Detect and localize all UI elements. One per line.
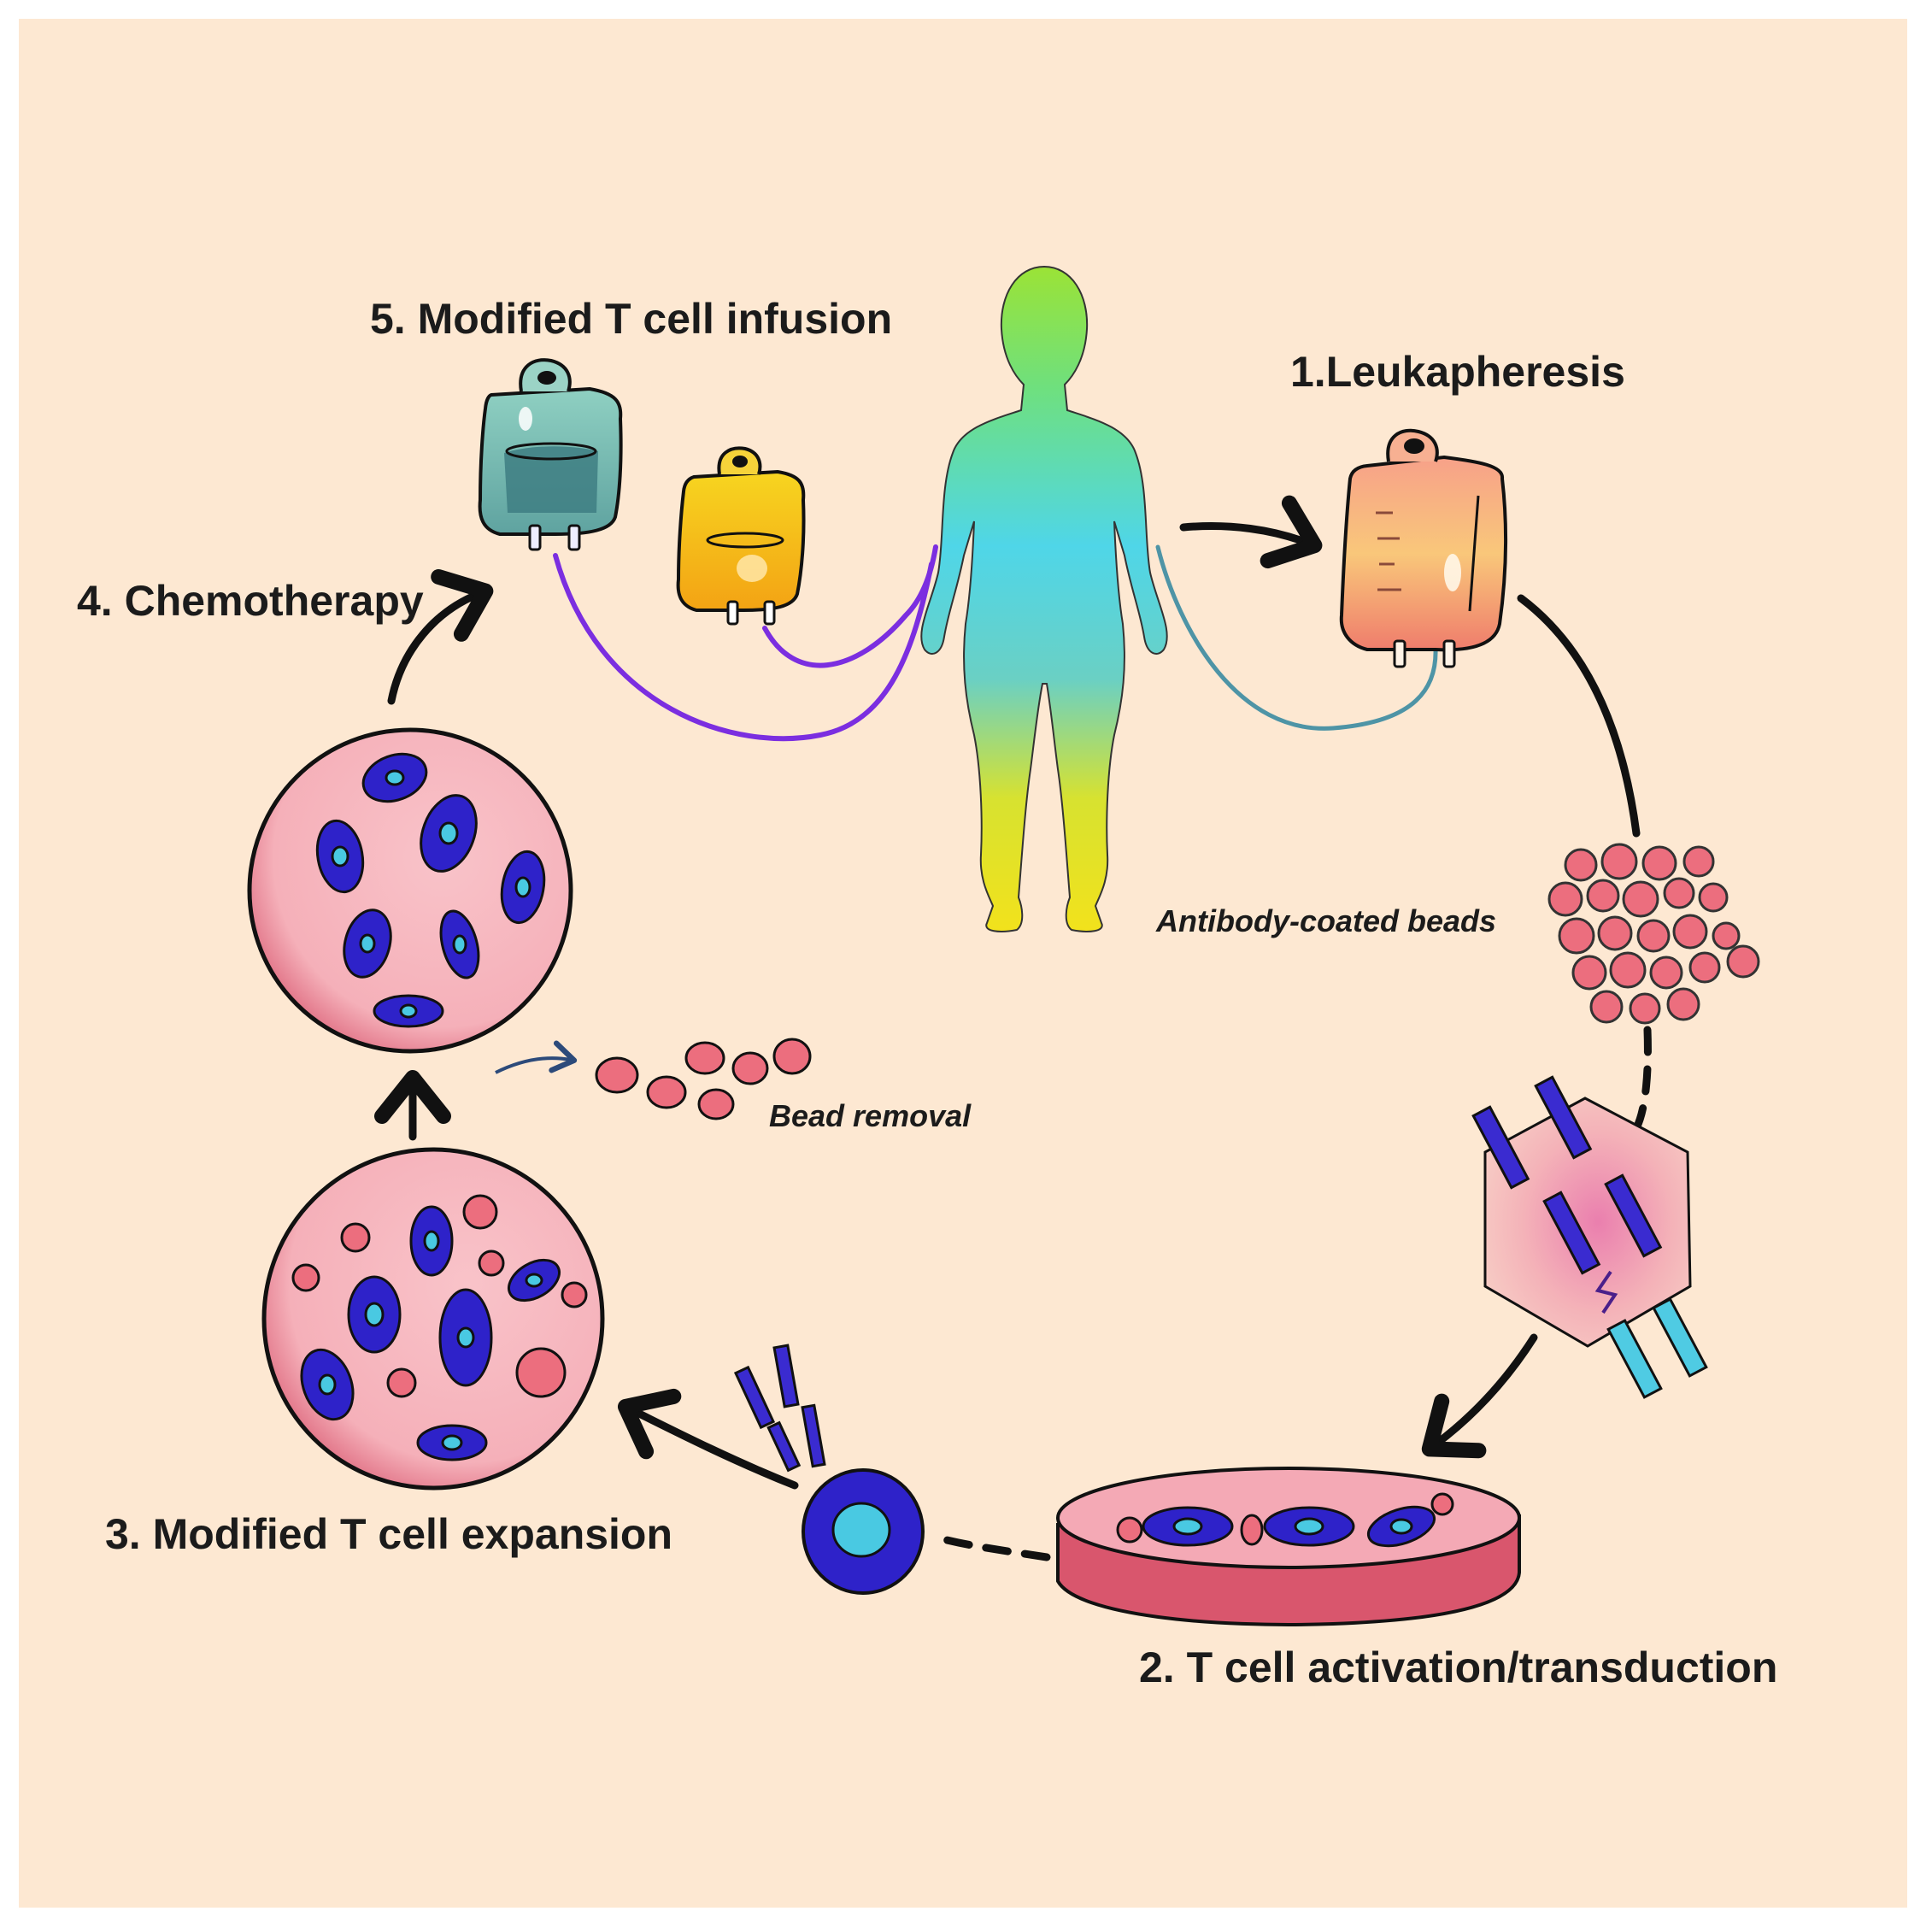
label-bead-removal: Bead removal — [769, 1098, 972, 1133]
infusion-bag-teal-icon — [478, 358, 623, 551]
dashed-beads-to-antibody — [1632, 1026, 1652, 1132]
arrow-cart-to-expansion — [617, 1388, 799, 1490]
collection-bag-icon — [1339, 428, 1507, 668]
antibody-hexagon-icon — [1471, 1075, 1708, 1399]
arrow-antibody-to-dish — [1421, 1333, 1538, 1459]
infusion-tubes — [553, 544, 1438, 742]
car-t-cell-icon — [733, 1344, 925, 1595]
infusion-bag-yellow-icon — [676, 446, 806, 626]
arrow-to-leukapheresis — [1179, 495, 1323, 569]
cycle-arrows — [374, 495, 1652, 1561]
label-activation: 2. T cell activation/transduction — [1139, 1644, 1777, 1691]
label-chemotherapy: 4. Chemotherapy — [77, 577, 424, 625]
label-leukapheresis: 1.Leukapheresis — [1290, 348, 1625, 396]
expansion-sphere-icon — [261, 1147, 605, 1491]
bead-removal-icon — [495, 1038, 812, 1120]
chemo-sphere-icon — [247, 727, 573, 1054]
arrow-chemo-to-infusion — [387, 568, 494, 705]
label-expansion: 3. Modified T cell expansion — [105, 1510, 672, 1558]
arrow-bag-to-beads — [1517, 594, 1641, 838]
label-infusion: 5. Modified T cell infusion — [370, 295, 892, 343]
label-beads: Antibody-coated beads — [1155, 903, 1496, 938]
dashed-dish-to-cart — [936, 1534, 1051, 1561]
human-figure-icon — [920, 265, 1168, 932]
bead-cluster-icon — [1547, 843, 1760, 1025]
petri-dish-icon — [1056, 1467, 1521, 1626]
